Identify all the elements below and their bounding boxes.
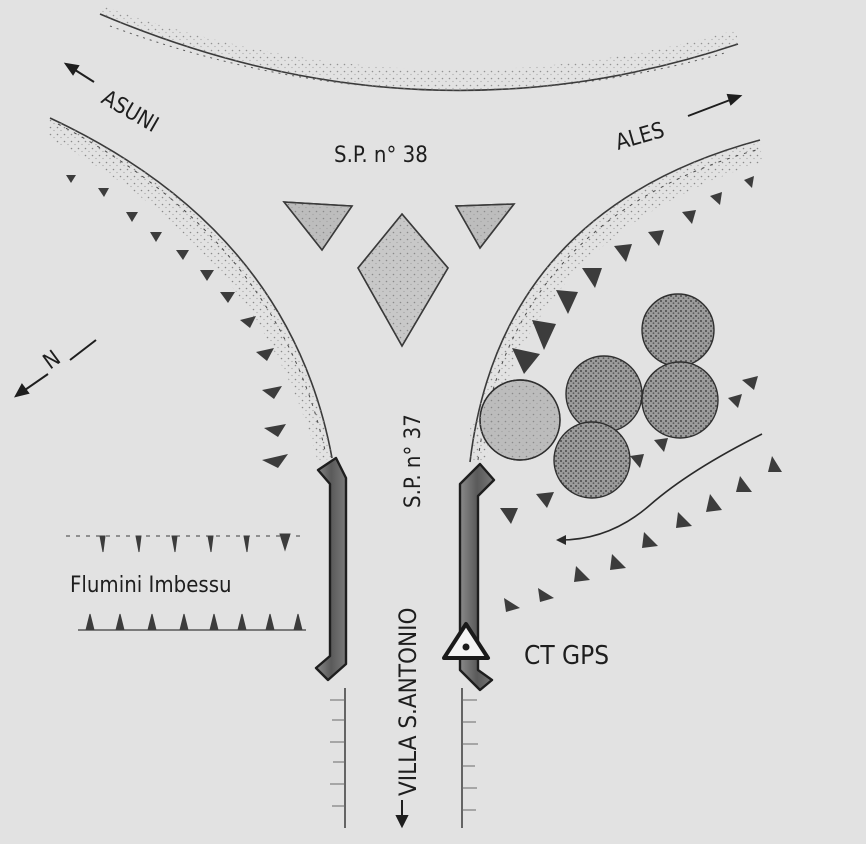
triangle-dot-icon bbox=[442, 622, 490, 660]
label-river: Flumini Imbessu bbox=[70, 573, 232, 598]
label-road-sp37: S.P. n° 37 bbox=[401, 414, 426, 508]
arrow-asuni-icon bbox=[63, 62, 95, 83]
arrow-villa-icon bbox=[395, 800, 409, 829]
label-north: N bbox=[39, 346, 66, 375]
north-arrow-icon bbox=[14, 339, 97, 398]
embankment-west bbox=[66, 175, 288, 468]
river-bank-north bbox=[66, 533, 300, 553]
bridge-west bbox=[314, 456, 348, 682]
road-edge-south bbox=[330, 688, 478, 828]
label-ales: ALES bbox=[613, 118, 668, 156]
label-villa-s-antonio: VILLA S.ANTONIO bbox=[394, 607, 422, 796]
slope-arrow bbox=[556, 433, 763, 545]
road-edge-west bbox=[48, 117, 333, 462]
road-edge-north bbox=[99, 6, 739, 92]
embankment-east bbox=[500, 176, 782, 612]
river-bank-south bbox=[78, 613, 306, 631]
traffic-islands bbox=[282, 201, 516, 348]
tree-canopy-icon bbox=[470, 293, 719, 499]
arrow-ales-icon bbox=[687, 93, 743, 117]
label-station: CT GPS bbox=[524, 641, 609, 671]
label-road-sp38: S.P. n° 38 bbox=[334, 143, 428, 168]
label-asuni: ASUNI bbox=[97, 86, 163, 138]
